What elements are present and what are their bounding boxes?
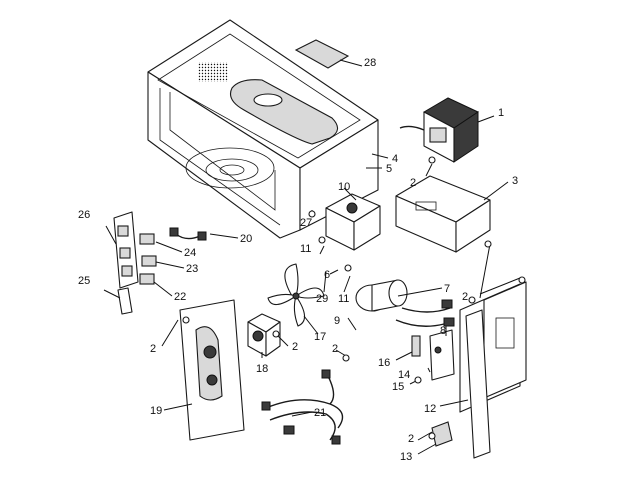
callout-2-b: 2 [462,291,468,303]
part-1-transformer [399,97,480,163]
callout-22: 22 [174,291,186,303]
callout-21: 21 [314,407,326,419]
callout-15: 15 [392,381,404,393]
callout-27: 27 [300,217,312,229]
callout-7: 7 [444,283,450,295]
callout-20: 20 [240,233,252,245]
screws [182,156,526,440]
part-12-side-panel [459,281,527,459]
callout-9: 9 [334,315,340,327]
part-17-fan-blade [267,263,325,327]
part-14-control-module [429,329,455,381]
callout-2-f: 2 [332,343,338,355]
part-16-fuse [411,335,421,357]
callout-2-c: 2 [408,433,414,445]
callout-3: 3 [512,175,518,187]
callout-28: 28 [364,57,376,69]
callout-23: 23 [186,263,198,275]
callout-2-a: 2 [410,177,416,189]
callout-1: 1 [498,107,504,119]
leader-lines [103,59,521,455]
part-capacitor [355,279,408,312]
callout-4: 4 [392,153,398,165]
callout-29: 29 [316,293,328,305]
callout-16: 16 [378,357,390,369]
waveguide-assembly [229,79,339,145]
callout-11-b: 11 [338,293,349,305]
part-21-wire-harness [261,369,344,445]
callout-12: 12 [424,403,436,415]
callout-6: 6 [324,269,330,281]
part-23-switch [141,255,157,267]
callout-2-e: 2 [292,341,298,353]
callout-14: 14 [398,369,410,381]
part-8-wire-leads [395,299,455,327]
callout-labels: 1 3 4 5 2 10 28 2 7 8 14 15 16 12 2 13 2… [78,57,518,463]
callout-11-a: 11 [300,243,311,255]
vent-grille [198,62,228,82]
callout-17: 17 [314,331,326,343]
part-3-bracket [395,175,491,253]
callout-8: 8 [440,325,446,337]
part-26-switch-holder [113,211,139,289]
part-13-terminal-block [431,421,453,447]
part-19-latch-panel [179,299,245,441]
part-10-magnetron [325,193,381,251]
callout-18: 18 [256,363,268,375]
part-20-thermal-fuse [169,227,207,241]
part-22-switch [139,273,155,285]
part-25-lever [117,287,133,315]
callout-5: 5 [386,163,392,175]
callout-13: 13 [400,451,412,463]
part-28-cover-plate [294,39,350,69]
callout-24: 24 [184,247,196,259]
callout-2-d: 2 [150,343,156,355]
callout-25: 25 [78,275,90,287]
part-24-switch [139,233,155,245]
callout-19: 19 [150,405,162,417]
callout-10: 10 [338,181,350,193]
callout-26: 26 [78,209,90,221]
